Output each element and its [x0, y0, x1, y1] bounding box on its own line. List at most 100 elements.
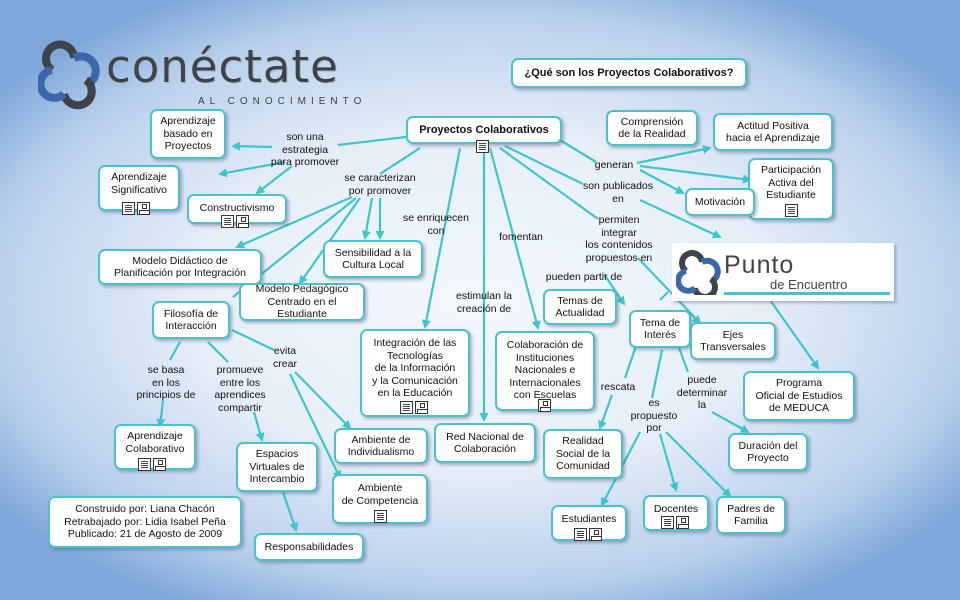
concept-map-icon[interactable] — [538, 399, 551, 412]
node-label: Comprensión de la Realidad — [618, 115, 686, 141]
node-label: Colaboración de Instituciones Nacionales… — [506, 339, 584, 401]
node-label: Participación Activa del Estudiante — [760, 164, 822, 201]
node-resources[interactable] — [476, 140, 489, 153]
node-label: Realidad Social de la Comunidad — [555, 435, 611, 473]
node-colaboracion-instituciones[interactable]: Colaboración de Instituciones Nacionales… — [495, 331, 595, 411]
node-ejes-transversales[interactable]: Ejes Transversales — [690, 322, 776, 360]
conectate-logo-subtitle: AL CONOCIMIENTO — [198, 96, 367, 107]
node-filosofia-interaccion[interactable]: Filosofía de Interacción — [152, 301, 230, 339]
node-resources[interactable] — [538, 399, 551, 412]
node-label: Espacios Virtuales de Intercambio — [249, 448, 305, 486]
link-label: estimulan la creación de — [455, 290, 513, 315]
node-label: Modelo Didáctico de Planificación por In… — [114, 254, 246, 280]
node-aprendizaje-basado-proyectos[interactable]: Aprendizaje basado en Proyectos — [150, 109, 226, 159]
node-duracion-proyecto[interactable]: Duración del Proyecto — [728, 433, 808, 471]
concept-map-icon[interactable] — [589, 528, 602, 541]
node-label: Tema de Interés — [639, 316, 681, 342]
node-resources[interactable] — [574, 528, 602, 541]
concept-map-icon[interactable] — [415, 401, 428, 414]
node-resources[interactable] — [400, 401, 428, 414]
node-label: Padres de Familia — [727, 502, 775, 528]
node-label: Responsabilidades — [264, 540, 354, 553]
node-temas-actualidad[interactable]: Temas de Actualidad — [543, 289, 617, 325]
node-padres-familia[interactable]: Padres de Familia — [716, 496, 786, 534]
node-resources[interactable] — [374, 510, 387, 523]
node-espacios-virtuales[interactable]: Espacios Virtuales de Intercambio — [236, 442, 318, 492]
node-actitud-positiva[interactable]: Actitud Positiva hacia el Aprendizaje — [713, 113, 833, 151]
link-label: son publicados en — [582, 180, 654, 205]
link-label: puede determinar la — [676, 374, 728, 411]
node-tema-interes[interactable]: Tema de Interés — [629, 310, 691, 348]
node-constructivismo[interactable]: Constructivismo — [187, 194, 287, 224]
link-label: fomentan — [499, 231, 543, 243]
document-icon[interactable] — [374, 510, 387, 523]
node-proyectos-colaborativos[interactable]: Proyectos Colaborativos — [406, 116, 562, 144]
node-label: Integración de las Tecnologías de la Inf… — [372, 337, 458, 399]
node-label: Programa Oficial de Estudios de MEDUCA — [755, 377, 843, 415]
link-label: es propuesto por — [630, 397, 678, 434]
node-motivacion[interactable]: Motivación — [685, 188, 755, 216]
punto-logo-subtitle: de Encuentro — [770, 277, 848, 292]
document-icon[interactable] — [574, 528, 587, 541]
node-label: Filosofía de Interacción — [163, 307, 219, 333]
link-label: se caracterizan por promover — [344, 172, 416, 197]
document-icon[interactable] — [138, 458, 151, 471]
conectate-logo: conéctate AL CONOCIMIENTO — [36, 40, 368, 110]
node-resources[interactable] — [138, 458, 166, 471]
node-label: Sensibilidad a la Cultura Local — [334, 246, 412, 272]
punto-logo-icon — [676, 250, 721, 295]
link-label: rescata — [600, 381, 636, 393]
node-label: Red Nacional de Colaboración — [446, 430, 524, 456]
node-label: Modelo Pedagógico Centrado en el Estudia… — [255, 283, 349, 321]
node-ambiente-individualismo[interactable]: Ambiente de Individualismo — [334, 428, 428, 464]
node-resources[interactable] — [785, 204, 798, 217]
title-node[interactable]: ¿Qué son los Proyectos Colaborativos? — [511, 58, 747, 88]
node-programa-meduca[interactable]: Programa Oficial de Estudios de MEDUCA — [743, 371, 855, 421]
document-icon[interactable] — [221, 215, 234, 228]
document-icon[interactable] — [785, 204, 798, 217]
concept-map-icon[interactable] — [676, 516, 689, 529]
link-label: se basa en los principios de — [136, 364, 196, 401]
document-icon[interactable] — [400, 401, 413, 414]
link-label: son una estrategia para promover — [270, 131, 340, 168]
node-responsabilidades[interactable]: Responsabilidades — [254, 533, 364, 561]
link-label: evita crear — [273, 345, 297, 370]
punto-de-encuentro-logo: Punto de Encuentro — [672, 243, 894, 301]
document-icon[interactable] — [122, 202, 135, 215]
concept-map-icon[interactable] — [236, 215, 249, 228]
link-label: se enriquecen con — [403, 212, 469, 237]
node-comprension-realidad[interactable]: Comprensión de la Realidad — [606, 110, 698, 146]
title-text: ¿Qué son los Proyectos Colaborativos? — [524, 66, 734, 79]
node-label: Estudiantes — [561, 513, 617, 525]
document-icon[interactable] — [661, 516, 674, 529]
conectate-logo-word: conéctate — [106, 40, 339, 93]
node-label: Temas de Actualidad — [555, 294, 605, 320]
node-modelo-didactico[interactable]: Modelo Didáctico de Planificación por In… — [98, 249, 262, 285]
node-label: Aprendizaje basado en Proyectos — [160, 115, 216, 153]
node-red-nacional[interactable]: Red Nacional de Colaboración — [434, 423, 536, 463]
concept-map-icon[interactable] — [137, 202, 150, 215]
link-label: promueve entre los aprendices compartir — [214, 364, 266, 414]
node-label: Docentes — [653, 503, 699, 515]
node-resources[interactable] — [221, 215, 249, 228]
link-label: pueden partir de — [545, 271, 623, 283]
node-resources[interactable] — [661, 516, 689, 529]
node-sensibilidad-cultura[interactable]: Sensibilidad a la Cultura Local — [323, 240, 423, 278]
node-modelo-pedagogico[interactable]: Modelo Pedagógico Centrado en el Estudia… — [239, 283, 365, 321]
node-label: Aprendizaje Colaborativo — [125, 430, 185, 455]
node-realidad-social[interactable]: Realidad Social de la Comunidad — [543, 429, 623, 479]
node-label: Aprendizaje Significativo — [110, 171, 168, 196]
credits-box: Construido por: Liana Chacón Retrabajado… — [48, 496, 242, 548]
credits-text: Construido por: Liana Chacón Retrabajado… — [64, 503, 226, 541]
node-participacion-activa[interactable]: Participación Activa del Estudiante — [748, 158, 834, 220]
punto-logo-word: Punto — [724, 251, 795, 279]
concept-map-icon[interactable] — [153, 458, 166, 471]
document-icon[interactable] — [476, 140, 489, 153]
link-label: generan — [594, 159, 634, 171]
node-label: Ambiente de Individualismo — [347, 433, 415, 459]
node-resources[interactable] — [122, 202, 150, 215]
node-label: Actitud Positiva hacia el Aprendizaje — [726, 119, 820, 145]
node-label: Ejes Transversales — [700, 328, 766, 354]
node-label: Proyectos Colaborativos — [419, 123, 549, 136]
